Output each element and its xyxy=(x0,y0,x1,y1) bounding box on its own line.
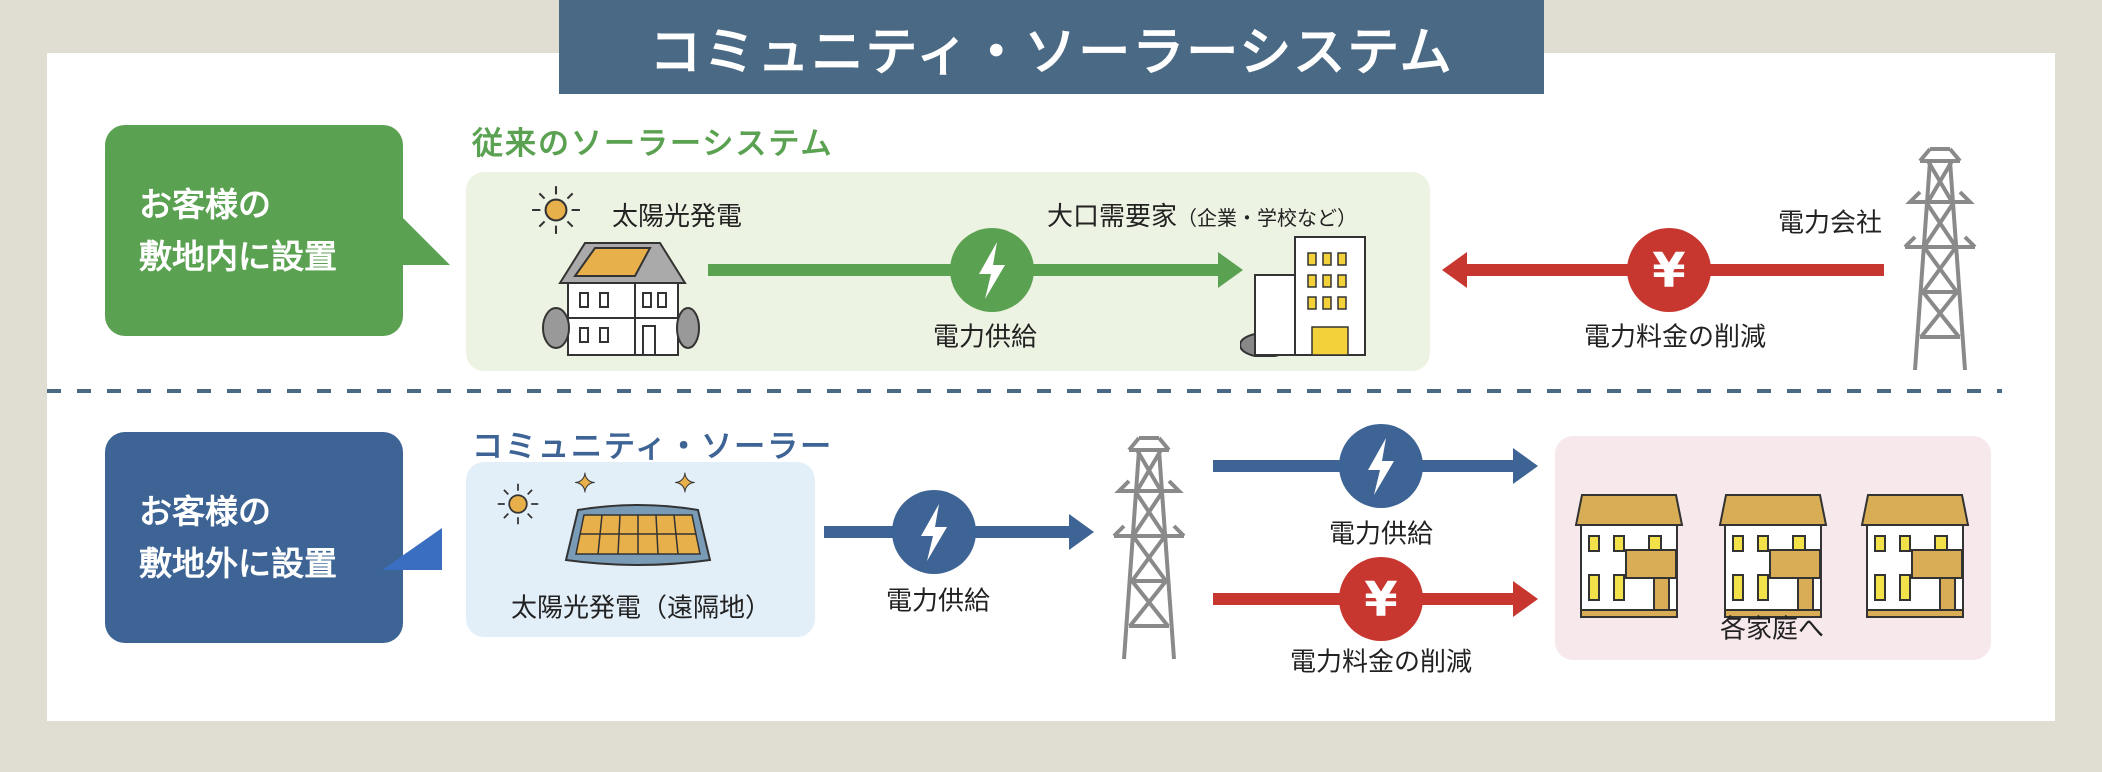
onsite-label-line2: 敷地内に設置 xyxy=(139,236,337,276)
home-icon xyxy=(1718,490,1828,620)
page-title: コミュニティ・ソーラーシステム xyxy=(559,0,1544,94)
offsite-label-box: お客様の敷地外に設置 xyxy=(105,432,403,643)
home-icon xyxy=(1860,490,1970,620)
solar-panel-icon: ✦ ✦ xyxy=(564,470,712,566)
svg-text:✦: ✦ xyxy=(674,470,696,499)
speech-tail-green xyxy=(400,215,450,265)
traditional-heading: 従来のソーラーシステム xyxy=(472,126,834,162)
lightning-icon xyxy=(950,228,1034,312)
speech-tail-blue xyxy=(382,528,442,570)
lightning-icon xyxy=(1339,424,1423,508)
yen-icon: ¥ xyxy=(1627,228,1711,312)
lightning-icon xyxy=(892,490,976,574)
offsite-label-line1: お客様の xyxy=(139,491,271,531)
consumer-note: （企業・学校など） xyxy=(1177,206,1358,230)
homes-supply-label: 電力供給 xyxy=(1328,519,1434,550)
section-divider xyxy=(47,389,2002,393)
consumer-name: 大口需要家 xyxy=(1047,202,1178,232)
sun-icon xyxy=(496,482,540,526)
solar-label: 太陽光発電 xyxy=(612,202,743,232)
yen-icon: ¥ xyxy=(1339,557,1423,641)
offsite-label-line2: 敷地外に設置 xyxy=(139,543,337,583)
homes-label: 各家庭へ xyxy=(1719,614,1825,645)
power-tower-icon xyxy=(1099,436,1199,661)
onsite-label-line1: お客様の xyxy=(139,184,271,224)
home-icon xyxy=(1574,490,1684,620)
building-icon xyxy=(1240,236,1366,357)
community-heading: コミュニティ・ソーラー xyxy=(472,429,834,465)
power-tower-icon xyxy=(1890,147,1990,372)
remote-supply-label: 電力供給 xyxy=(885,586,991,617)
supply-label: 電力供給 xyxy=(932,322,1038,353)
onsite-label-box: お客様の敷地内に設置 xyxy=(105,125,403,336)
consumer-label: 大口需要家（企業・学校など） xyxy=(1047,196,1357,233)
utility-label: 電力会社 xyxy=(1777,208,1883,239)
svg-text:¥: ¥ xyxy=(1364,572,1397,628)
sparkle-icon: ✦ xyxy=(574,470,596,499)
reduction-label: 電力料金の削減 xyxy=(1583,322,1767,353)
sun-icon xyxy=(530,184,582,236)
homes-reduction-label: 電力料金の削減 xyxy=(1289,647,1473,678)
remote-solar-label: 太陽光発電（遠隔地） xyxy=(510,593,772,624)
svg-text:¥: ¥ xyxy=(1652,243,1685,299)
house-icon xyxy=(542,242,700,356)
